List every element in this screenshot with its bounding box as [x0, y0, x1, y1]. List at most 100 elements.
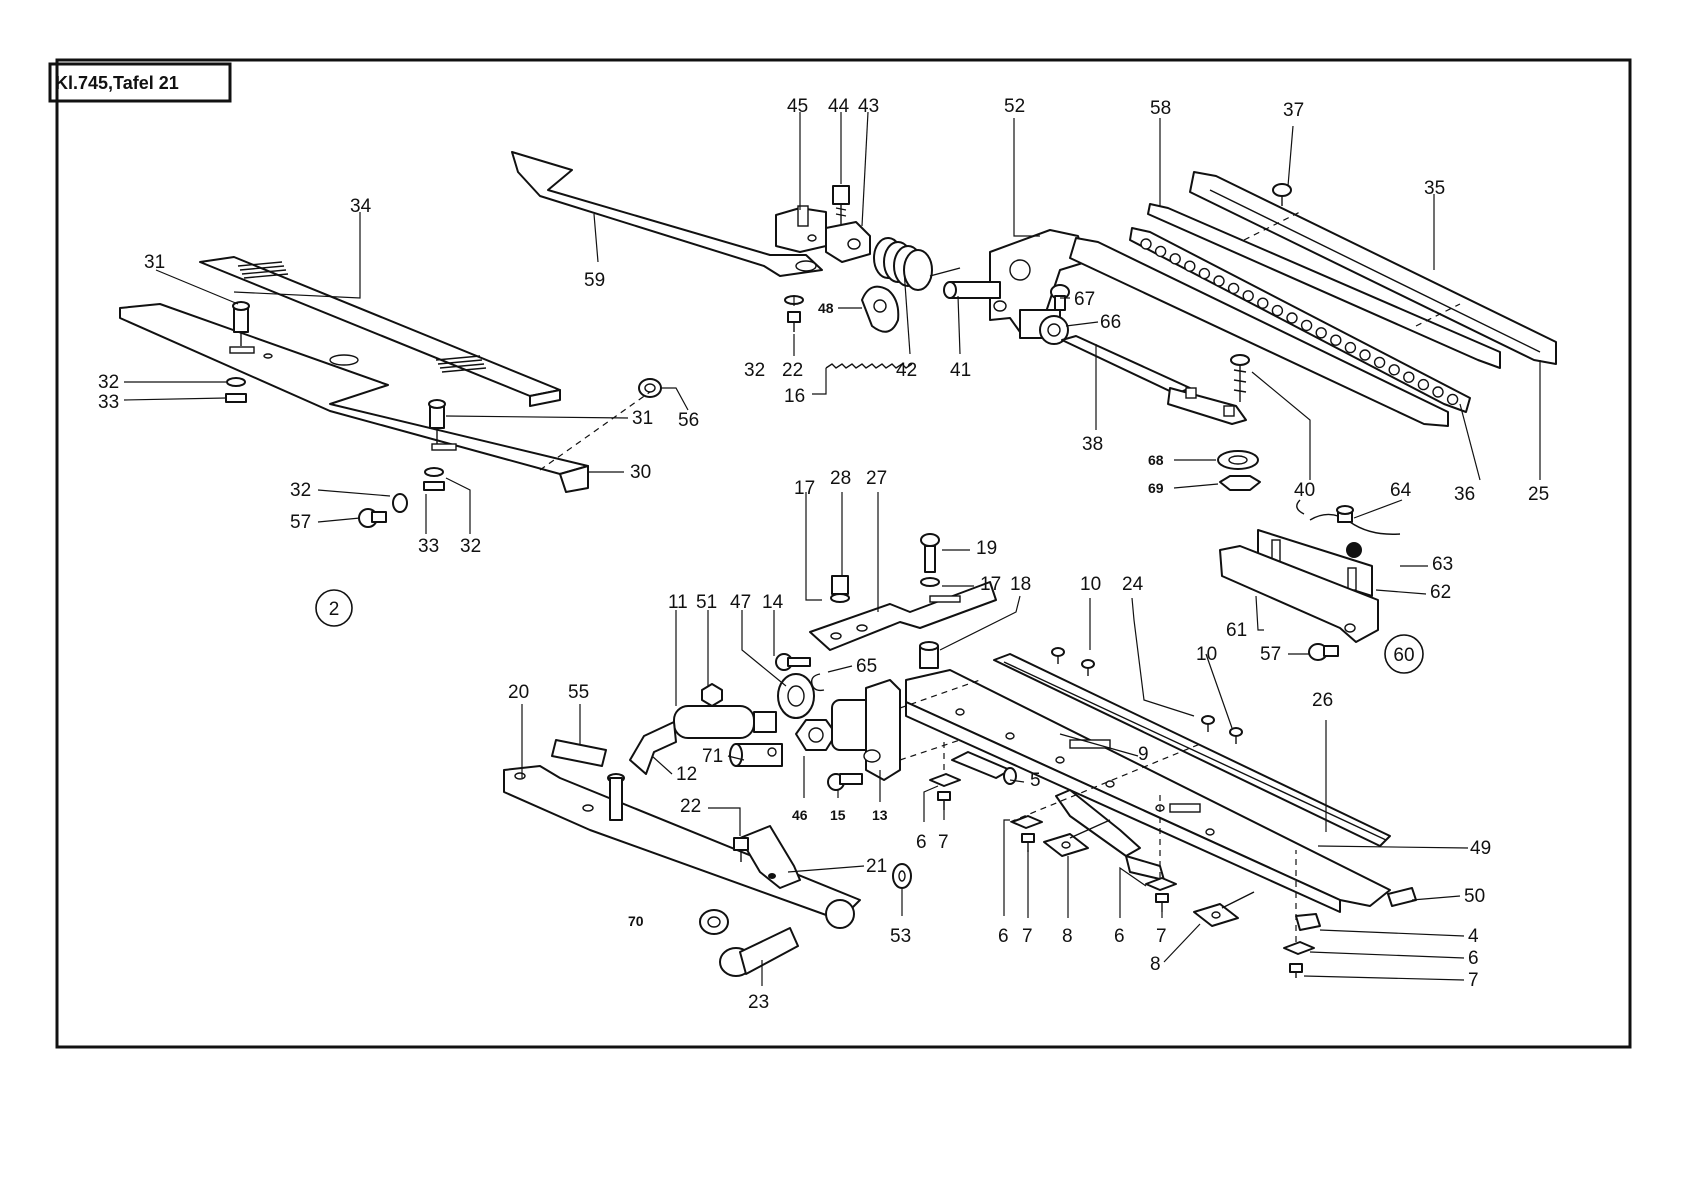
label-31-upper: 31 — [144, 252, 165, 273]
label-35: 35 — [1424, 178, 1445, 199]
label-70: 70 — [628, 913, 644, 929]
label-62: 62 — [1430, 582, 1451, 603]
perforation-hole — [1448, 394, 1458, 404]
label-5: 5 — [1030, 770, 1041, 791]
screw-37 — [1273, 184, 1291, 206]
washer-70 — [700, 910, 728, 934]
label-32-left-c: 32 — [460, 536, 481, 557]
shaft-38 — [1062, 336, 1190, 394]
perforation-hole — [1316, 328, 1326, 338]
label-50: 50 — [1464, 886, 1485, 907]
perforation-hole — [1375, 357, 1385, 367]
label-10-lower: 10 — [1196, 644, 1217, 665]
fitting-55 — [552, 740, 606, 766]
lever-59 — [512, 152, 822, 276]
label-6-c: 6 — [1114, 926, 1125, 947]
label-20: 20 — [508, 682, 529, 703]
wheel-47 — [778, 674, 814, 718]
label-15: 15 — [830, 807, 846, 823]
label-23: 23 — [748, 992, 769, 1013]
label-7-b: 7 — [1022, 926, 1033, 947]
label-22-lower: 22 — [680, 796, 701, 817]
label-6-a: 6 — [916, 832, 927, 853]
svg-text:60: 60 — [1393, 645, 1414, 666]
label-52: 52 — [1004, 96, 1025, 117]
clip-50 — [1388, 888, 1416, 906]
label-44: 44 — [828, 96, 850, 117]
label-38: 38 — [1082, 434, 1103, 455]
screw-57-left — [359, 509, 386, 527]
label-6-d: 6 — [1468, 948, 1479, 969]
perforation-hole — [1229, 283, 1239, 293]
screw-57-right — [1309, 644, 1338, 660]
label-31-lower: 31 — [632, 408, 653, 429]
screw-19 — [921, 534, 939, 586]
perforation-hole — [1418, 380, 1428, 390]
label-71: 71 — [702, 746, 723, 767]
label-16: 16 — [784, 386, 805, 407]
cylinder-11 — [674, 706, 776, 738]
label-58: 58 — [1150, 98, 1171, 119]
label-57-right: 57 — [1260, 644, 1281, 665]
elbow-12 — [630, 722, 676, 774]
label-10-upper: 10 — [1080, 574, 1101, 595]
label-48: 48 — [818, 300, 834, 316]
perforation-hole — [1345, 343, 1355, 353]
label-53: 53 — [890, 926, 911, 947]
label-7-c: 7 — [1156, 926, 1167, 947]
label-4: 4 — [1468, 926, 1479, 947]
label-32-center: 32 — [744, 360, 765, 381]
label-32-left-a: 32 — [98, 372, 119, 393]
label-17-right: 17 — [980, 574, 1001, 595]
clamp-66 — [1020, 310, 1068, 344]
label-36: 36 — [1454, 484, 1475, 505]
label-47: 47 — [730, 592, 751, 613]
label-42: 42 — [896, 360, 917, 381]
label-49: 49 — [1470, 838, 1491, 859]
nut-51 — [702, 684, 722, 706]
perforation-hole — [1185, 261, 1195, 271]
label-34: 34 — [350, 196, 372, 217]
screw-28 — [831, 576, 849, 602]
label-7-d: 7 — [1468, 970, 1479, 991]
fitting-71 — [730, 744, 782, 766]
arm-20 — [504, 766, 860, 928]
screw-15 — [828, 774, 862, 790]
label-8-b: 8 — [1150, 954, 1161, 975]
label-57-left: 57 — [290, 512, 311, 533]
label-19: 19 — [976, 538, 997, 559]
rod-41 — [944, 282, 1000, 298]
label-61: 61 — [1226, 620, 1247, 641]
label-30: 30 — [630, 462, 651, 483]
label-33-left-a: 33 — [98, 392, 119, 413]
label-40: 40 — [1294, 480, 1315, 501]
label-68: 68 — [1148, 452, 1164, 468]
block-45 — [776, 206, 826, 252]
label-22-upper: 22 — [782, 360, 803, 381]
group-badge-2: 2 — [316, 590, 352, 626]
perforation-hole — [1331, 335, 1341, 345]
label-13: 13 — [872, 807, 888, 823]
label-63: 63 — [1432, 554, 1453, 575]
label-65: 65 — [856, 656, 877, 677]
perforation-hole — [1243, 291, 1253, 301]
screw-44 — [833, 186, 849, 224]
washer-68-nut-69 — [1218, 451, 1260, 490]
perforation-hole — [1214, 276, 1224, 286]
label-66: 66 — [1100, 312, 1121, 333]
sheet-title: Kl.745,Tafel 21 — [55, 73, 179, 93]
label-59: 59 — [584, 270, 605, 291]
perforation-hole — [1258, 298, 1268, 308]
label-18: 18 — [1010, 574, 1031, 595]
clamp-43 — [826, 222, 870, 262]
screw-40 — [1231, 355, 1249, 402]
label-67: 67 — [1074, 289, 1095, 310]
label-7-a: 7 — [938, 832, 949, 853]
perforation-hole — [1141, 239, 1151, 249]
nut-46 — [796, 720, 836, 750]
label-12: 12 — [676, 764, 697, 785]
perforation-hole — [1199, 269, 1209, 279]
base-plate-30 — [120, 304, 588, 492]
washer-53 — [893, 864, 911, 888]
